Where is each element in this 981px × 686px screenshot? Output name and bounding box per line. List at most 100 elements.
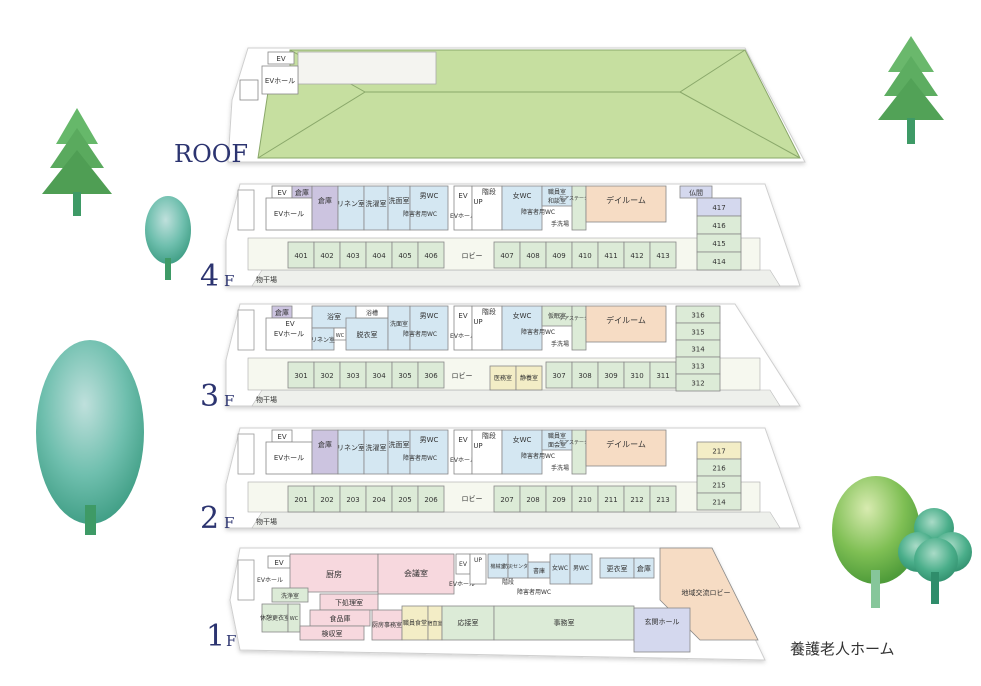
f4-storage1-label: 倉庫 bbox=[295, 188, 309, 197]
f4-linen-label: リネン室 bbox=[337, 199, 365, 208]
f3-up-label: UP bbox=[473, 318, 482, 326]
f4-storage2-label: 倉庫 bbox=[318, 196, 332, 205]
f4-ev-hall-label: EVホール bbox=[274, 210, 304, 218]
f2-acc-wc2-label: 障害者用WC bbox=[521, 452, 555, 460]
f4-room-407 bbox=[493, 241, 521, 269]
f3-room-315-label: 315 bbox=[691, 329, 704, 337]
f4-room-410-label: 410 bbox=[578, 252, 591, 260]
f2-room-212 bbox=[623, 485, 651, 513]
f1-kitchen-office-label: 厨房事務室 bbox=[372, 621, 402, 629]
f1-waste-label: 下処理室 bbox=[335, 598, 363, 607]
f1-up-label: UP bbox=[474, 557, 482, 564]
f3-handwash-label: 手洗場 bbox=[551, 340, 569, 348]
f4-altar-label: 仏間 bbox=[689, 189, 703, 197]
f3-linen-label: リネン室 bbox=[311, 336, 335, 344]
f1-ev2-label: EV bbox=[459, 561, 468, 568]
f2-room-203 bbox=[339, 485, 367, 513]
f2-room-215-label: 215 bbox=[712, 482, 725, 490]
f1-label-f: F bbox=[226, 632, 236, 650]
f3-care-station-label: ケアステーション bbox=[559, 315, 599, 322]
f3-room-309 bbox=[597, 361, 625, 389]
f2-men-wc-label: 男WC bbox=[420, 436, 439, 444]
f1-reception-label: 応接室 bbox=[458, 618, 479, 627]
f4-laundry-label: 洗濯室 bbox=[366, 199, 387, 208]
f3-room-306 bbox=[417, 361, 445, 389]
tree-round-large-left bbox=[36, 340, 144, 535]
f4-handwash-label: 手洗場 bbox=[551, 220, 569, 228]
f3-bath-label: 浴室 bbox=[327, 312, 341, 321]
f2-women-wc-label: 女WC bbox=[513, 435, 532, 444]
f1-wc-label: WC bbox=[290, 616, 299, 622]
f2-staff-room-label: 職員室 bbox=[548, 432, 566, 440]
f1-ev2-hall-label: EVホール bbox=[449, 581, 475, 588]
f4-room-412 bbox=[623, 241, 651, 269]
f1-ev-label: EV bbox=[274, 559, 283, 567]
f2-meeting-room-label: 面会室 bbox=[548, 441, 566, 449]
f2-room-210-label: 210 bbox=[578, 496, 591, 504]
f3-day-room-label: デイルーム bbox=[606, 315, 646, 325]
f4-room-404 bbox=[365, 241, 393, 269]
f2-room-214-label: 214 bbox=[712, 499, 726, 507]
f4-room-409 bbox=[545, 241, 573, 269]
f4-room-406-label: 406 bbox=[424, 252, 438, 260]
f4-room-414 bbox=[696, 251, 742, 271]
f4-drying-label: 物干場 bbox=[256, 275, 277, 284]
f4-up-label: UP bbox=[473, 198, 482, 206]
f3-room-304-label: 304 bbox=[372, 372, 386, 380]
f4-acc-wc2-label: 障害者用WC bbox=[521, 208, 555, 216]
f4-label-num: 4 bbox=[200, 259, 219, 294]
roof-level: EV EVホール ROOF bbox=[174, 47, 806, 168]
f3-ev2-hall-label: EVホール bbox=[450, 333, 476, 340]
f3-room-313-label: 313 bbox=[691, 363, 704, 371]
f2-ev2-hall-label: EVホール bbox=[450, 457, 476, 464]
f3-room-303-label: 303 bbox=[346, 372, 359, 380]
f4-room-408 bbox=[519, 241, 547, 269]
f3-room-302-label: 302 bbox=[320, 372, 333, 380]
f2-washroom-label: 洗面室 bbox=[389, 440, 410, 449]
f4-room-415-label: 415 bbox=[712, 240, 725, 248]
f3-ev2-label: EV bbox=[458, 312, 467, 320]
f4-day-room-label: デイルーム bbox=[606, 195, 646, 205]
f3-room-301 bbox=[287, 361, 315, 389]
f3-room-309-label: 309 bbox=[604, 372, 617, 380]
f2-room-202-label: 202 bbox=[320, 496, 333, 504]
f3-room-304 bbox=[365, 361, 393, 389]
f3-room-308-label: 308 bbox=[578, 372, 591, 380]
f4-stairs-label: 階段 bbox=[482, 187, 496, 196]
f2-ev-label: EV bbox=[277, 433, 286, 441]
tree-pine-top-left bbox=[42, 108, 112, 216]
roof-ev-hall-label: EVホール bbox=[265, 77, 295, 85]
f3-room-305-label: 305 bbox=[398, 372, 411, 380]
f1-inspection-label: 検収室 bbox=[322, 629, 343, 638]
f1-archive-label: 書庫 bbox=[533, 567, 545, 575]
f3-room-306-label: 306 bbox=[424, 372, 438, 380]
tree-pine-top-right bbox=[878, 36, 944, 144]
f1-duty-room-label: 宿直室 bbox=[427, 620, 442, 627]
f4-washroom-label: 洗面室 bbox=[389, 196, 410, 205]
f2-laundry-label: 洗濯室 bbox=[366, 443, 387, 452]
f2-room-211-label: 211 bbox=[604, 496, 617, 504]
f4-room-403 bbox=[339, 241, 367, 269]
f2-room-204-label: 204 bbox=[372, 496, 386, 504]
f2-room-205 bbox=[391, 485, 419, 513]
f4-lobby-label: ロビー bbox=[462, 251, 483, 260]
floor-4: 物干場 EV 倉庫 EVホール 倉庫 リネン室 洗濯室 洗面室 男WC 障害者用… bbox=[200, 183, 801, 294]
f3-room-310-label: 310 bbox=[630, 372, 643, 380]
f4-room-407-label: 407 bbox=[500, 252, 513, 260]
f2-room-214 bbox=[696, 492, 742, 511]
f4-staff-room-label: 職員室 bbox=[548, 188, 566, 196]
f1-meeting-label: 会議室 bbox=[404, 568, 428, 578]
f4-room-417-label: 417 bbox=[712, 204, 725, 212]
floor-1: EV EVホール 厨房 会議室 EV EVホール UP 機械室 防災センター 書… bbox=[206, 547, 766, 661]
f3-label-num: 3 bbox=[200, 379, 219, 414]
f4-room-410 bbox=[571, 241, 599, 269]
f2-room-207-label: 207 bbox=[500, 496, 513, 504]
floor-3: 物干場 倉庫 EVホール 浴室 リネン室 WC 脱衣室 浴槽 洗面室 男WC 障… bbox=[200, 303, 801, 414]
f3-label-f: F bbox=[224, 392, 234, 410]
